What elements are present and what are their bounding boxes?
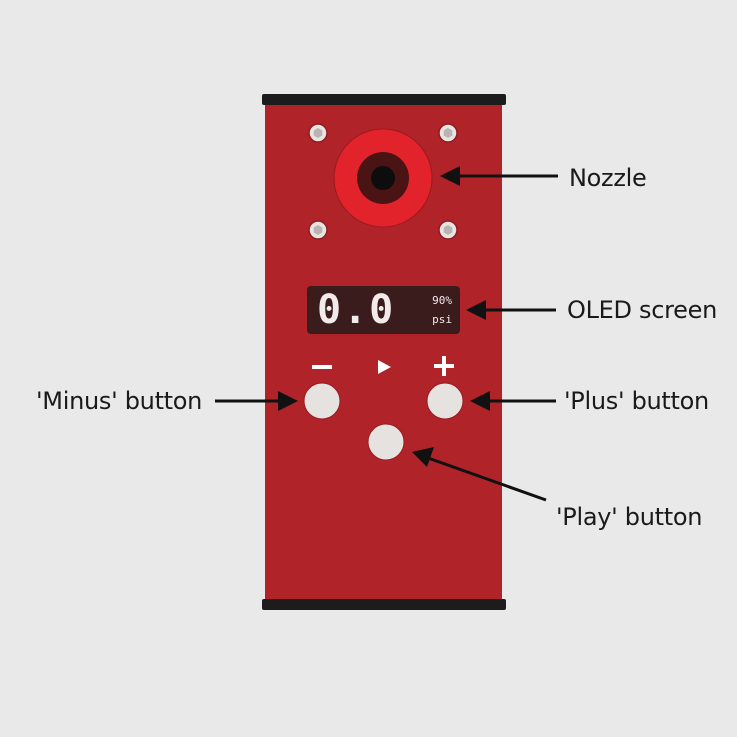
screw-bottom-left xyxy=(308,220,328,240)
screw-bottom-right xyxy=(438,220,458,240)
label-nozzle: Nozzle xyxy=(569,164,647,192)
plus-button[interactable] xyxy=(426,382,464,420)
screw-top-left xyxy=(308,123,328,143)
plus-symbol xyxy=(434,356,454,376)
label-minus-button: 'Minus' button xyxy=(36,387,203,415)
arrow-play xyxy=(412,447,547,502)
bottom-cap xyxy=(262,599,506,610)
top-cap xyxy=(262,94,506,105)
label-play-button: 'Play' button xyxy=(556,503,703,531)
minus-symbol xyxy=(312,365,332,369)
minus-button[interactable] xyxy=(303,382,341,420)
arrow-oled xyxy=(466,300,556,320)
label-plus-button: 'Plus' button xyxy=(564,387,709,415)
oled-screen: 0.0 90% psi xyxy=(307,286,460,334)
arrow-nozzle xyxy=(440,166,558,186)
play-symbol xyxy=(378,360,391,374)
screw-top-right xyxy=(438,123,458,143)
arrow-minus xyxy=(215,391,298,411)
oled-pressure-value: 0.0 xyxy=(317,287,396,333)
play-button[interactable] xyxy=(367,423,405,461)
arrow-plus xyxy=(470,391,556,411)
oled-unit: psi xyxy=(432,313,452,326)
label-oled-screen: OLED screen xyxy=(567,296,718,324)
oled-percent: 90% xyxy=(432,294,452,307)
nozzle xyxy=(333,128,433,228)
